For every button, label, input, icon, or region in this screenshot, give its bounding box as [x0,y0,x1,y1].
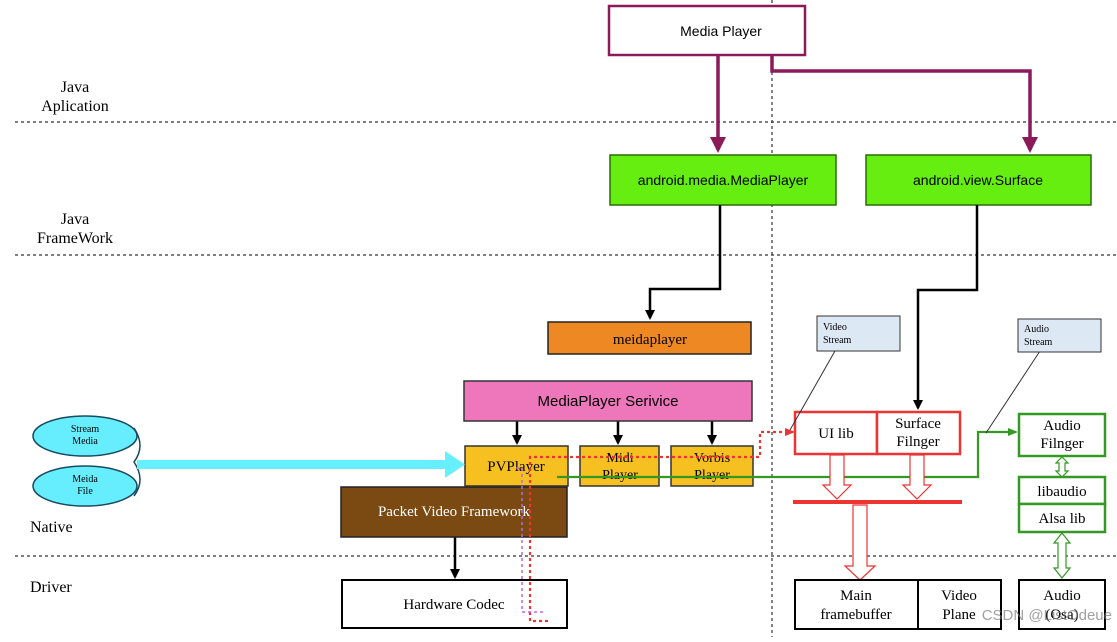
svg-text:libaudio: libaudio [1037,484,1086,500]
audio-osa-node: Audio(Osa) [1018,579,1106,630]
meidaplayer-node: meidaplayer [547,321,752,355]
green-link-1 [1054,456,1070,478]
layer-label-driver: Driver [30,579,72,596]
layer-label-native: Native [30,519,73,536]
watermark: CSDN @ListOdeue [982,607,1112,624]
mediaplayer-service-node: MediaPlayer Serivice [463,380,753,422]
green-link-2 [1052,532,1072,579]
video-path [528,428,795,623]
layer-separators [15,121,1117,557]
svg-text:PVPlayer: PVPlayer [487,459,545,475]
svg-text:UI lib: UI lib [818,426,853,442]
svg-text:Alsa lib: Alsa lib [1038,511,1085,527]
svg-text:Hardware Codec: Hardware Codec [403,597,505,613]
cyan-input-arrow [137,451,465,478]
svg-text:Media Player: Media Player [680,23,762,39]
source-bracket [133,427,141,497]
audio-path [557,428,1018,479]
svg-text:Packet Video Framework: Packet Video Framework [378,504,531,520]
svg-text:Audio(Osa): Audio(Osa) [1043,588,1081,623]
pv-decode-path [516,467,546,613]
libaudio-node: libaudio [1017,475,1107,506]
ui-lib-node: UI lib [793,410,879,456]
red-hollow-arrows [821,454,933,581]
black-arrows [450,205,979,579]
svg-text:meidaplayer: meidaplayer [613,332,687,348]
android-media-mediaplayer-node: android.media.MediaPlayer [609,154,837,206]
svg-text:MediaPlayer Serivice: MediaPlayer Serivice [538,393,679,410]
alsa-lib-node: Alsa lib [1017,502,1107,534]
purple-arrows [710,55,1038,153]
svg-text:android.view.Surface: android.view.Surface [913,172,1043,188]
pvplayer-node: PVPlayer [464,445,569,487]
android-view-surface-node: android.view.Surface [865,154,1092,206]
packet-video-framework-node: Packet Video Framework [340,486,568,538]
svg-text:android.media.MediaPlayer: android.media.MediaPlayer [638,172,809,188]
media-player-node: Media Player [607,4,807,57]
